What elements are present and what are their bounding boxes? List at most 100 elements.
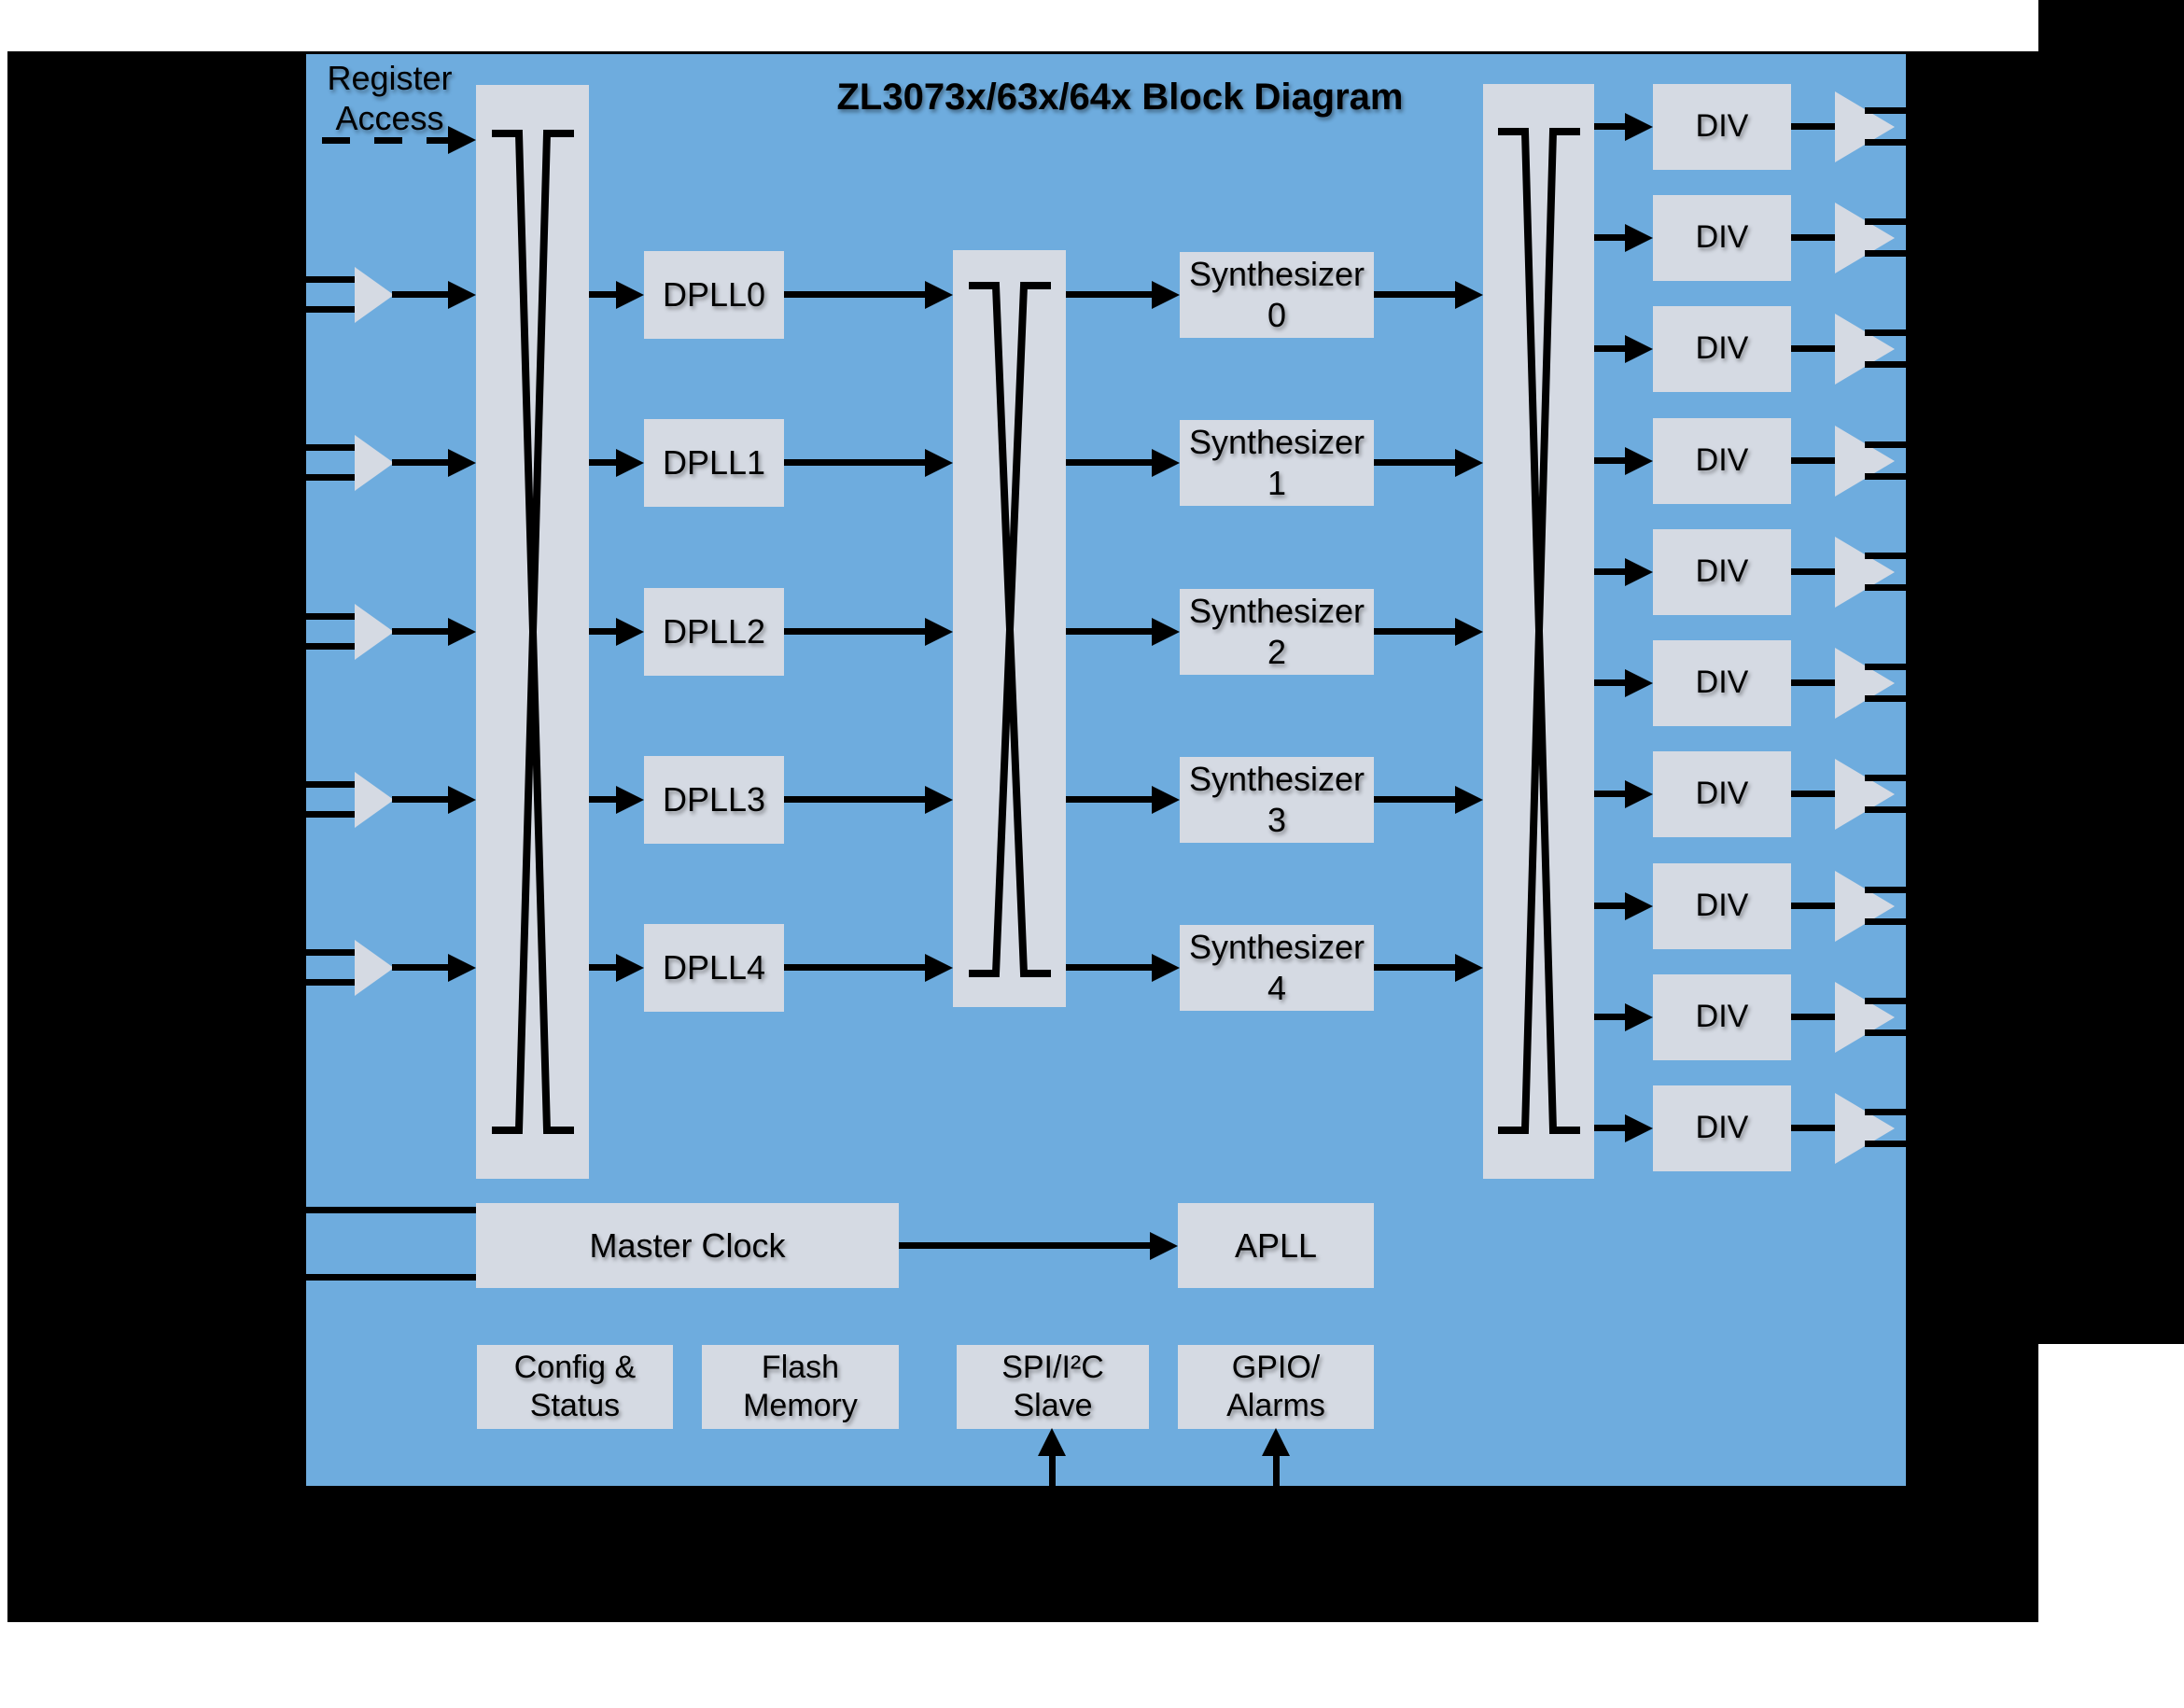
- div-to-buffer-line: [1791, 903, 1846, 909]
- crossbar-to-dpll: [589, 796, 622, 803]
- flash-memory-box: Flash Memory: [702, 1345, 899, 1429]
- crossbar-to-synthesizer: [1066, 291, 1157, 298]
- clock-output-line: [1865, 775, 1906, 781]
- div-box-label: DIV: [1695, 665, 1749, 701]
- synthesizer-to-crossbar-arrowhead-icon: [1455, 954, 1483, 982]
- synthesizer-to-crossbar-arrowhead-icon: [1455, 281, 1483, 309]
- clock-output-line: [1865, 806, 1906, 813]
- div-box: DIV: [1653, 306, 1791, 392]
- dpll-to-crossbar: [784, 628, 931, 635]
- input-crossbar-switch: [476, 85, 589, 1179]
- clock-output-line: [1865, 584, 1906, 591]
- crossbar-to-div: [1594, 1014, 1631, 1020]
- input-to-crossbar-arrowhead-icon: [448, 954, 476, 982]
- dpll-box: DPLL2: [644, 588, 784, 676]
- crossbar-to-dpll: [589, 291, 622, 298]
- div-box-label: DIV: [1695, 219, 1749, 256]
- input-to-crossbar: [392, 291, 454, 298]
- input-buffer-triangle-icon: [355, 604, 394, 660]
- input-buffer-triangle-icon: [355, 772, 394, 828]
- crossbar-x-icon: [969, 282, 1051, 977]
- input-to-crossbar: [392, 796, 454, 803]
- diagram-title: ZL3073x/63x/64x Block Diagram: [836, 77, 1404, 118]
- crossbar-to-div: [1594, 123, 1631, 130]
- crossbar-to-synthesizer-arrowhead-icon: [1152, 618, 1180, 646]
- clock-output-line: [1865, 918, 1906, 925]
- div-to-buffer-line: [1791, 568, 1846, 575]
- ref-input-line: [306, 474, 357, 481]
- ref-input-line: [306, 444, 357, 451]
- xtal-input-line: [306, 1274, 476, 1281]
- ref-input-line: [306, 276, 357, 283]
- dpll-box-label: DPLL2: [662, 612, 766, 651]
- crossbar-to-div: [1594, 457, 1631, 464]
- crossbar-to-div: [1594, 903, 1631, 909]
- spi-input-line: [1049, 1454, 1056, 1486]
- register-access-line2: Access: [335, 99, 444, 138]
- div-box-label: DIV: [1695, 776, 1749, 812]
- synthesizer-to-crossbar: [1374, 291, 1461, 298]
- dpll-box-label: DPLL4: [662, 948, 766, 987]
- input-to-crossbar: [392, 964, 454, 971]
- dpll-to-crossbar-arrowhead-icon: [925, 618, 953, 646]
- div-to-buffer-line: [1791, 123, 1846, 130]
- crossbar-to-div: [1594, 1125, 1631, 1131]
- div-box: DIV: [1653, 640, 1791, 726]
- crossbar-to-synthesizer-arrowhead-icon: [1152, 449, 1180, 477]
- crossbar-to-dpll-arrowhead-icon: [616, 954, 644, 982]
- clock-output-line: [1865, 107, 1906, 114]
- synthesizer-box: Synthesizer 4: [1180, 925, 1374, 1011]
- input-to-crossbar-arrowhead-icon: [448, 786, 476, 814]
- synthesizer-to-crossbar-arrowhead-icon: [1455, 449, 1483, 477]
- crossbar-to-dpll: [589, 964, 622, 971]
- clock-output-line: [1865, 473, 1906, 480]
- synthesizer-to-crossbar: [1374, 964, 1461, 971]
- clock-output-line: [1865, 441, 1906, 448]
- div-box-label: DIV: [1695, 888, 1749, 924]
- div-box-label: DIV: [1695, 442, 1749, 479]
- div-to-buffer-line: [1791, 1014, 1846, 1020]
- ref-input-line: [306, 781, 357, 788]
- synthesizer-box: Synthesizer 2: [1180, 589, 1374, 675]
- register-access-line1: Register: [327, 59, 453, 97]
- clock-output-line: [1865, 139, 1906, 146]
- dpll-box-label: DPLL1: [662, 443, 766, 483]
- crossbar-to-div: [1594, 568, 1631, 575]
- dpll-to-crossbar-arrowhead-icon: [925, 954, 953, 982]
- dpll-box-label: DPLL3: [662, 780, 766, 819]
- spi-input-arrowhead-icon: [1038, 1428, 1066, 1456]
- div-box: DIV: [1653, 529, 1791, 615]
- synthesizer-to-crossbar-arrowhead-icon: [1455, 786, 1483, 814]
- crossbar-to-dpll: [589, 459, 622, 466]
- div-to-buffer-line: [1791, 457, 1846, 464]
- dpll-to-crossbar: [784, 459, 931, 466]
- dpll-to-crossbar-arrowhead-icon: [925, 449, 953, 477]
- crossbar-to-div-arrowhead-icon: [1625, 224, 1653, 252]
- output-buffer-triangle-icon: [1835, 426, 1895, 497]
- dpll-output-crossbar-switch: [953, 250, 1066, 1007]
- clock-output-line: [1865, 1141, 1906, 1147]
- output-buffer-triangle-icon: [1835, 871, 1895, 942]
- dpll-to-crossbar: [784, 964, 931, 971]
- input-to-crossbar-arrowhead-icon: [448, 618, 476, 646]
- clock-output-line: [1865, 695, 1906, 702]
- crossbar-to-synthesizer: [1066, 459, 1157, 466]
- div-to-buffer-line: [1791, 345, 1846, 352]
- dpll-to-crossbar: [784, 291, 931, 298]
- div-box: DIV: [1653, 1085, 1791, 1171]
- ref-input-line: [306, 643, 357, 650]
- ref-input-line: [306, 811, 357, 818]
- crossbar-to-dpll-arrowhead-icon: [616, 281, 644, 309]
- apll-label: APLL: [1234, 1225, 1318, 1265]
- synthesizer-box: Synthesizer 0: [1180, 252, 1374, 338]
- master-clock-box: Master Clock: [476, 1203, 899, 1288]
- master-clock-label: Master Clock: [589, 1225, 786, 1265]
- ref-input-line: [306, 613, 357, 620]
- ref-input-line: [306, 979, 357, 986]
- crossbar-to-div-arrowhead-icon: [1625, 780, 1653, 808]
- dpll-box: DPLL0: [644, 251, 784, 339]
- crossbar-to-div-arrowhead-icon: [1625, 558, 1653, 586]
- dpll-box: DPLL3: [644, 756, 784, 844]
- clock-output-line: [1865, 250, 1906, 257]
